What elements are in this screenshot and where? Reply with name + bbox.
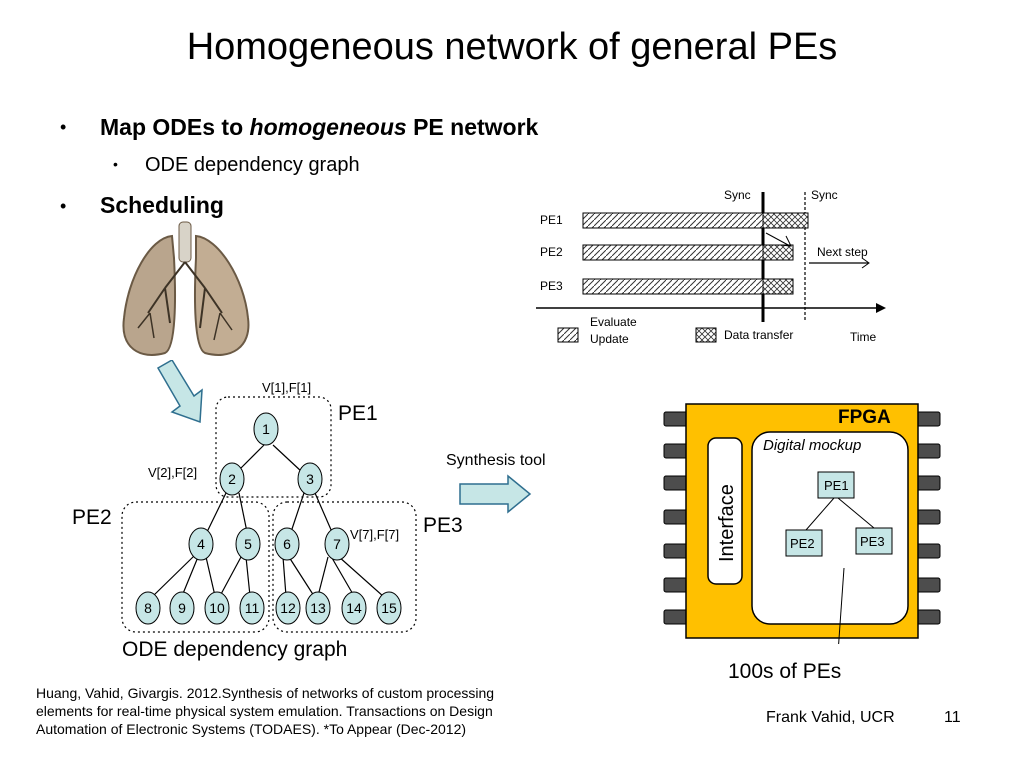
fpga-label: FPGA [838,407,891,428]
pe1-transfer-bar [762,212,809,229]
down-arrow [156,360,203,424]
graph-node: 2 [228,471,236,487]
sync-label-1: Sync [724,188,751,202]
synthesis-tool-label: Synthesis tool [446,452,546,469]
graph-node: 4 [197,536,205,552]
page-number: 11 [944,709,961,726]
label-v1-f1: V[1],F[1] [262,380,312,395]
scheduling-timeline: Sync Sync PE1 PE2 PE3 Next step Evaluate… [536,188,886,346]
fpga-pe3-box [855,527,893,555]
graph-node: 1 [262,421,270,437]
sub-bullet-dependency: ODE dependency graph [145,154,360,176]
pe2-evaluate-bar [582,244,764,261]
bullet-map-odes: Map ODEs to homogeneous PE network [100,114,538,141]
graph-node: 6 [283,536,291,552]
time-axis-label: Time [850,330,877,344]
bullet-dot: • [60,196,67,216]
graph-node: 12 [280,600,296,616]
graph-node: 13 [310,600,326,616]
legend-transfer: Data transfer [724,328,793,342]
pe2-group-outline [121,501,270,633]
legend-evaluate: Evaluate [590,315,637,329]
bullet-map-suffix: PE network [406,114,539,140]
fpga-pe2-box [785,529,823,557]
sync-label-2: Sync [811,188,838,202]
group-label-pe2: PE2 [72,506,112,529]
citation-line: elements for real-time physical system e… [36,703,493,719]
graph-node: 15 [381,600,397,616]
pe3-evaluate-bar [582,278,764,295]
fpga-pe2-label: PE2 [790,536,815,551]
digital-mockup-box [751,431,909,625]
row-label-pe3: PE3 [540,279,563,293]
graph-node: 14 [346,600,362,616]
pe1-evaluate-bar [582,212,764,229]
slide-title: Homogeneous network of general PEs [186,26,838,68]
next-step-label: Next step [817,245,868,259]
citation-line: Automation of Electronic Systems (TODAES… [36,721,467,737]
bullet-map-italic: homogeneous [249,114,407,140]
graph-node: 9 [178,600,186,616]
legend-evaluate-swatch [557,327,579,343]
sub-bullet-dot: • [113,156,118,172]
footer-author: Frank Vahid, UCR [766,709,895,726]
graph-node: 8 [144,600,152,616]
pe2-transfer-bar [762,244,794,261]
legend-update: Update [590,332,629,346]
fpga-pe3-label: PE3 [860,534,885,549]
interface-label: Interface [716,484,738,562]
graph-node: 5 [244,536,252,552]
label-v2-f2: V[2],F[2] [148,465,198,480]
legend-transfer-swatch [695,327,717,343]
fpga-pe1-box [817,471,855,499]
graph-caption: ODE dependency graph [122,638,348,661]
fpga-chip: FPGA Digital mockup Interface PE1 PE2 PE… [663,403,941,644]
pe1-group-outline [215,396,332,498]
digital-mockup-label: Digital mockup [763,437,861,454]
lungs-image [122,221,250,356]
label-v7-f7: V[7],F[7] [350,527,400,542]
graph-node: 3 [306,471,314,487]
graph-node: 10 [209,600,225,616]
graph-node: 7 [333,536,341,552]
pe3-transfer-bar [762,278,794,295]
graph-node: 11 [245,600,260,616]
citation: Huang, Vahid, Givargis. 2012.Synthesis o… [36,684,494,738]
fpga-caption: 100s of PEs [728,660,842,683]
row-label-pe2: PE2 [540,245,563,259]
bullet-scheduling: Scheduling [100,192,224,218]
bullet-dot: • [60,117,67,137]
row-label-pe1: PE1 [540,213,563,227]
group-label-pe1: PE1 [338,402,378,425]
synthesis-arrow [459,474,532,514]
dependency-graph: 1 2 3 4 5 6 7 8 9 10 11 12 13 14 15 [121,396,417,633]
citation-line: Huang, Vahid, Givargis. 2012.Synthesis o… [36,685,495,701]
bullet-map-prefix: Map ODEs to [100,114,250,140]
fpga-pe1-label: PE1 [824,478,849,493]
group-label-pe3: PE3 [423,514,463,537]
interface-box [707,437,743,585]
